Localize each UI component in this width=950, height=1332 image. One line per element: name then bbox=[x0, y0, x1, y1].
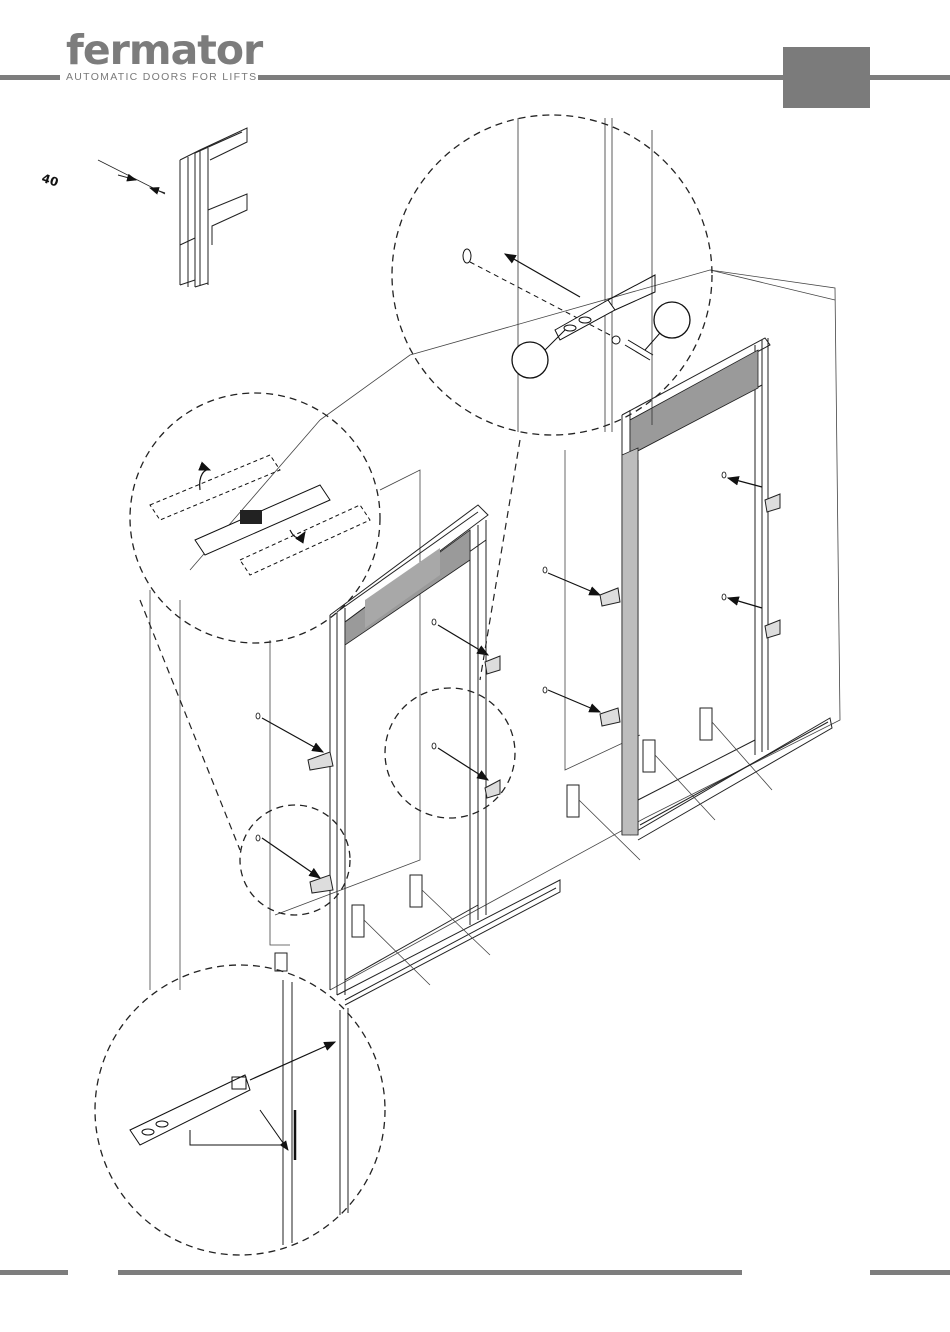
floor-anchors bbox=[275, 708, 712, 971]
frame-brackets bbox=[308, 494, 780, 893]
zoom-circle-top bbox=[392, 115, 712, 435]
profile-detail bbox=[98, 128, 247, 287]
dimension-label: 40 bbox=[40, 171, 60, 189]
zoom-circle-small-right bbox=[385, 688, 515, 818]
zoom-circle-small-left bbox=[240, 805, 350, 915]
zoom-circle-bottom bbox=[95, 965, 385, 1255]
